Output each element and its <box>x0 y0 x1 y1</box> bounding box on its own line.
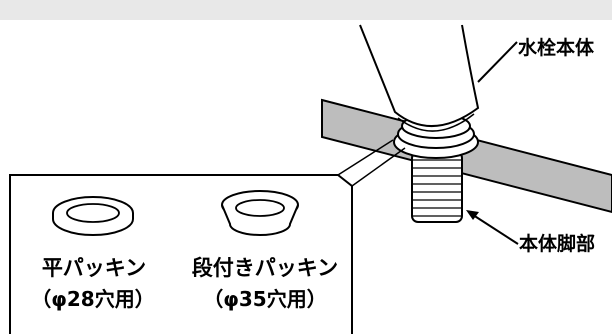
stepped-gasket-size: （φ35穴用） <box>203 287 327 311</box>
body-base-thread <box>411 151 463 223</box>
flat-gasket-name: 平パッキン <box>41 256 147 280</box>
flat-gasket-size: （φ28穴用） <box>31 287 155 311</box>
body-base-label: 本体脚部 <box>519 233 596 255</box>
top-band <box>0 0 612 20</box>
stepped-gasket-illustration <box>221 190 299 236</box>
counter-slab <box>321 98 612 214</box>
faucet-body-label: 水栓本体 <box>518 37 595 59</box>
stepped-gasket-name: 段付きパッキン <box>191 256 339 280</box>
leader-body-base <box>469 212 519 245</box>
flat-gasket-illustration <box>52 196 134 236</box>
faucet-body <box>359 24 480 127</box>
leader-faucet-body <box>477 41 518 83</box>
